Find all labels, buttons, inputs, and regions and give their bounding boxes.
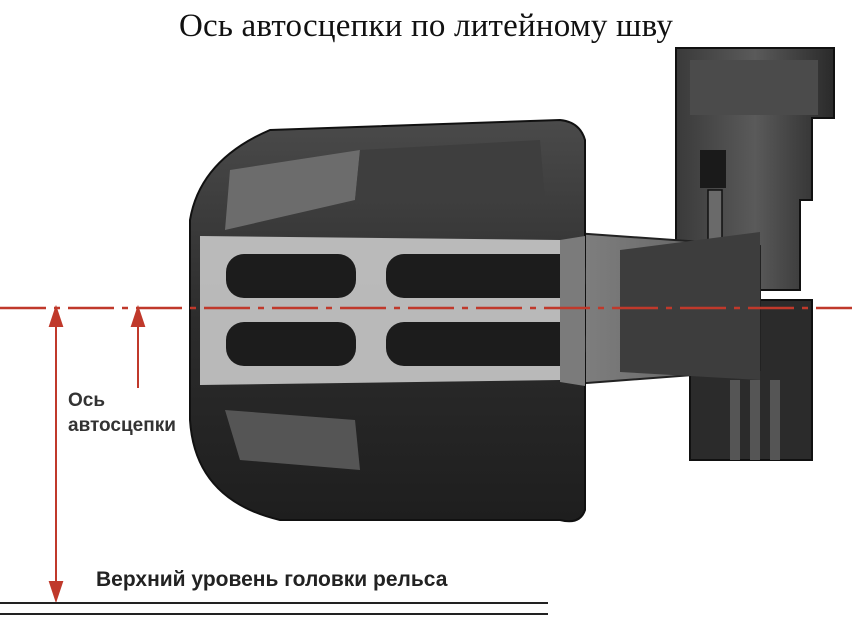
axis-label-line2: автосцепки [68,415,176,436]
height-dimension-arrow [48,304,64,604]
rail-level-label: Верхний уровень головки рельса [96,568,448,591]
coupler-axis-label: Ось автосцепки [68,388,176,438]
axis-pointer-arrow [130,304,146,388]
axis-label-line1: Ось [68,390,106,411]
diagram-title: Ось автосцепки по литейному шву [178,8,674,44]
coupler-head [189,118,586,523]
rail-head-level [0,602,548,615]
